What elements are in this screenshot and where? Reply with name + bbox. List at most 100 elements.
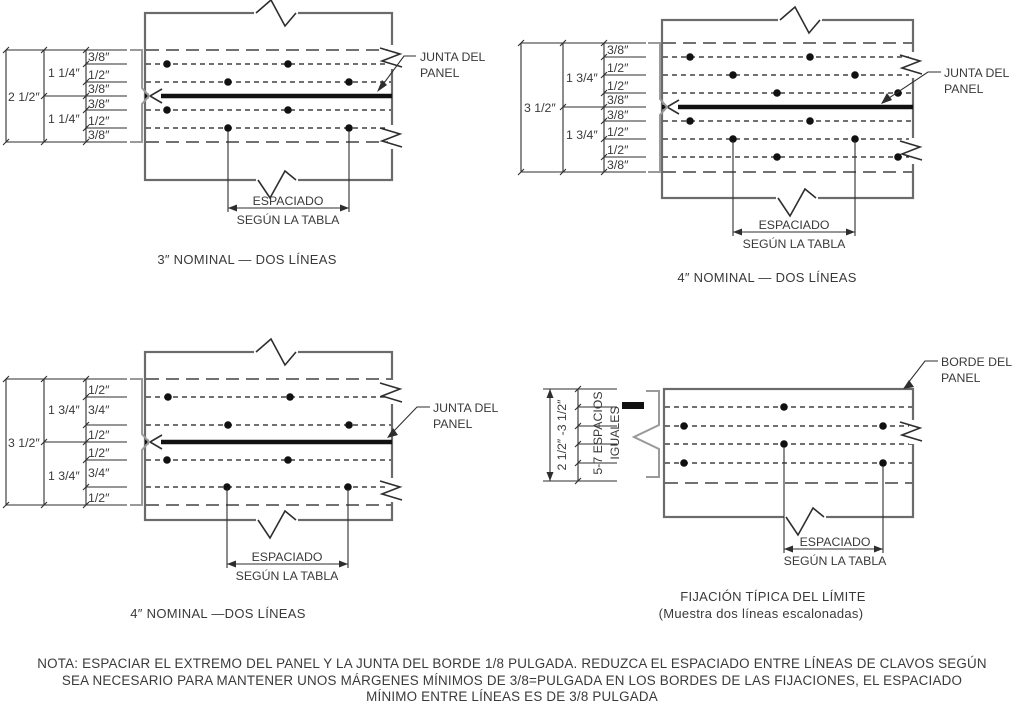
nail-dots <box>163 393 353 491</box>
dim-sub-label: 3/8″ <box>88 128 110 142</box>
top-break-icon <box>779 5 821 35</box>
dim-sub-label: 1/2″ <box>607 79 629 93</box>
dim-sub-label: 1/2″ <box>607 143 629 157</box>
junta-label-line2: PANEL <box>433 417 473 431</box>
leader-line <box>885 71 941 101</box>
espaciado-dimension: ESPACIADO SEGÚN LA TABLA <box>227 131 350 227</box>
espacios-iguales-line1: 5-7 ESPACIOS <box>591 391 605 474</box>
espaciado-label: ESPACIADO <box>800 535 871 549</box>
diagram-title-line1: FIJACIÓN TÍPICA DEL LÍMITE <box>680 589 866 604</box>
nail-lines <box>665 406 912 464</box>
nail-dots <box>680 403 887 467</box>
junta-label-line1: JUNTA DEL <box>433 401 499 415</box>
top-break-mask <box>254 9 298 17</box>
dim-sub-label: 3/4″ <box>88 466 110 480</box>
dim-sub-label: 1/2″ <box>607 61 629 75</box>
dim-total-label: 2 1/2″ <box>8 90 40 104</box>
dim-arrow-down-icon <box>546 472 554 481</box>
bottom-break-mask <box>256 516 298 524</box>
dim-sub-label: 3/4″ <box>88 403 110 417</box>
bottom-break-mask <box>256 176 298 184</box>
bottom-break-icon <box>777 187 817 218</box>
note-line-2: SEA NECESARIO PARA MANTENER UNOS MÁRGENE… <box>62 673 962 688</box>
note-line-1: NOTA: ESPACIAR EL EXTREMO DEL PANEL Y LA… <box>37 656 987 671</box>
top-break-mask <box>254 348 298 356</box>
dimension-lines <box>517 39 646 176</box>
dim-total-label: 3 1/2″ <box>8 436 40 450</box>
dim-arrow-up-icon <box>546 389 554 398</box>
diagram-3in-nominal-dos-lineas: 2 1/2″ 1 1/4″ 1 1/4″ 3/8″ 1/2″ 3/8″ 3/8″… <box>2 0 486 267</box>
right-break-icon-1 <box>379 47 403 68</box>
panel-outline <box>143 350 394 522</box>
dim-half-top-label: 1 1/4″ <box>48 66 80 80</box>
nail-lines <box>663 56 912 158</box>
dim-half-top-label: 1 3/4″ <box>566 71 598 85</box>
nail-dots <box>686 53 902 161</box>
top-break-icon <box>255 337 297 367</box>
diagram-title-line2: (Muestra dos líneas escalonadas) <box>659 606 864 621</box>
dim-sub-label: 3/8″ <box>607 93 629 107</box>
dim-sub-label: 3/8″ <box>88 97 110 111</box>
dim-sub-label: 1/2″ <box>88 383 110 397</box>
junta-label-line1: JUNTA DEL <box>944 66 1010 80</box>
dim-sub-label: 3/8″ <box>88 50 110 64</box>
leader-line <box>380 55 416 88</box>
dim-sub-label: 1/2″ <box>607 125 629 139</box>
espaciado-dimension: ESPACIADO SEGÚN LA TABLA <box>783 447 888 568</box>
espaciado-label: ESPACIADO <box>759 218 830 232</box>
segun-tabla-label: SEGÚN LA TABLA <box>743 236 847 251</box>
bottom-break-icon <box>257 509 297 540</box>
espaciado-label: ESPACIADO <box>252 550 323 564</box>
dim-half-bottom-label: 1 3/4″ <box>566 128 598 142</box>
panel-edge-margin-lines <box>146 378 391 506</box>
segun-tabla-label: SEGÚN LA TABLA <box>236 568 340 583</box>
bottom-break-icon <box>257 169 297 200</box>
leader-line <box>907 360 938 384</box>
dimension-brace <box>648 42 669 173</box>
right-break-mask <box>909 420 918 444</box>
dimension-ticks <box>574 385 582 485</box>
dimension-brace <box>130 49 151 143</box>
dim-sub-label: 1/2″ <box>88 491 110 505</box>
bottom-break-mask <box>784 513 826 521</box>
right-break-icon-2 <box>379 480 403 501</box>
diagram-title: 4″ NOMINAL —DOS LÍNEAS <box>130 606 305 621</box>
dim-sub-label: 1/2″ <box>88 428 110 442</box>
note-line-3: MÍNIMO ENTRE LÍNEAS ES DE 3/8 PULGADA <box>366 689 658 704</box>
junta-label-line2: PANEL <box>420 66 460 80</box>
segun-tabla-label: SEGÚN LA TABLA <box>784 553 888 568</box>
edge-callout: BORDE DEL PANEL <box>903 355 1012 389</box>
leader-arrow-icon <box>387 428 398 438</box>
diagram-4in-nominal-dos-lineas-top: 3 1/2″ 1 3/4″ 1 3/4″ 3/8″ 1/2″ 1/2″ 3/8″… <box>517 5 1010 285</box>
right-break-icon-2 <box>899 140 923 161</box>
nail-dots <box>163 60 353 132</box>
panel-edge-margin-lines <box>663 42 912 173</box>
leader-arrow-icon <box>903 380 914 389</box>
diagram-title: 4″ NOMINAL — DOS LÍNEAS <box>677 270 856 285</box>
diagram-fijacion-tipica-limite: BORDE DEL PANEL 2 1/2″ -3 1/2″ 5-7 ESPAC… <box>543 355 1012 621</box>
junta-label-line2: PANEL <box>944 82 984 96</box>
dim-sub-label: 1/2″ <box>88 114 110 128</box>
right-break-icon-1 <box>899 54 923 75</box>
dim-sub-label: 3/8″ <box>607 108 629 122</box>
dim-sub-label: 1/2″ <box>88 68 110 82</box>
bottom-break-icon <box>785 506 825 537</box>
right-break-icon-2 <box>379 127 403 148</box>
right-break-icon-1 <box>379 382 403 403</box>
nail-lines <box>146 63 391 129</box>
espaciado-label: ESPACIADO <box>253 194 324 208</box>
leader-arrow-icon <box>881 93 892 104</box>
diagram-title: 3″ NOMINAL — DOS LÍNEAS <box>157 252 336 267</box>
top-break-mask <box>778 16 822 24</box>
dimension-lines <box>543 385 617 485</box>
junta-callout: JUNTA DEL PANEL <box>881 66 1010 104</box>
dimension-lines <box>2 46 127 146</box>
nail-lines <box>146 396 391 488</box>
panel-outline <box>662 387 915 519</box>
diagram-4in-nominal-dos-lineas-bottom: 3 1/2″ 1 3/4″ 1 3/4″ 1/2″ 3/4″ 1/2″ 1/2″… <box>2 337 499 621</box>
espaciado-dimension: ESPACIADO SEGÚN LA TABLA <box>226 489 349 583</box>
dimension-brace <box>130 378 151 506</box>
dimension-lines <box>2 375 127 509</box>
